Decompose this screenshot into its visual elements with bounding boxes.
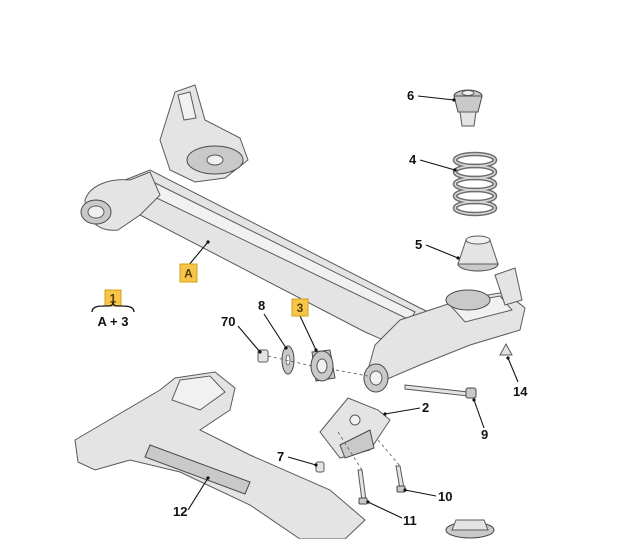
brace xyxy=(91,301,135,313)
bracket-part-2 xyxy=(319,397,391,459)
callout-7: 7 xyxy=(277,449,284,464)
callout-14: 14 xyxy=(513,384,528,399)
bolt-part-9 xyxy=(404,384,477,399)
callout-9: 9 xyxy=(481,427,488,442)
cap-part-14 xyxy=(499,342,513,356)
callout-11: 11 xyxy=(403,513,417,528)
bolt-part-7 xyxy=(315,461,325,473)
underbody-part-12 xyxy=(74,371,495,539)
tag-a[interactable]: A xyxy=(179,263,198,283)
tag-3[interactable]: 3 xyxy=(291,298,309,317)
callout-8: 8 xyxy=(258,298,265,313)
bolt-part-11 xyxy=(357,469,368,505)
tag-3-label: 3 xyxy=(297,301,304,315)
callout-10: 10 xyxy=(438,489,452,504)
callout-12: 12 xyxy=(173,504,187,519)
bushing-part-3 xyxy=(310,349,336,382)
leader-lines xyxy=(187,95,519,519)
formula-a-plus-3: A + 3 xyxy=(98,314,129,329)
tag-1[interactable]: 1 xyxy=(104,289,122,307)
spring-seat-part-5 xyxy=(457,235,499,272)
coil-spring-part-4 xyxy=(452,151,498,217)
callout-6: 6 xyxy=(407,88,414,103)
tag-a-label: A xyxy=(184,267,193,281)
callout-2: 2 xyxy=(422,400,429,415)
washer-part-8 xyxy=(281,345,295,375)
tag-1-label: 1 xyxy=(110,292,117,306)
bolt-part-10 xyxy=(395,465,406,493)
callout-4: 4 xyxy=(409,152,417,167)
callout-70: 70 xyxy=(221,314,235,329)
bump-stop-part-6 xyxy=(453,89,483,127)
callout-5: 5 xyxy=(415,237,422,252)
rear-axle-beam xyxy=(80,84,526,393)
